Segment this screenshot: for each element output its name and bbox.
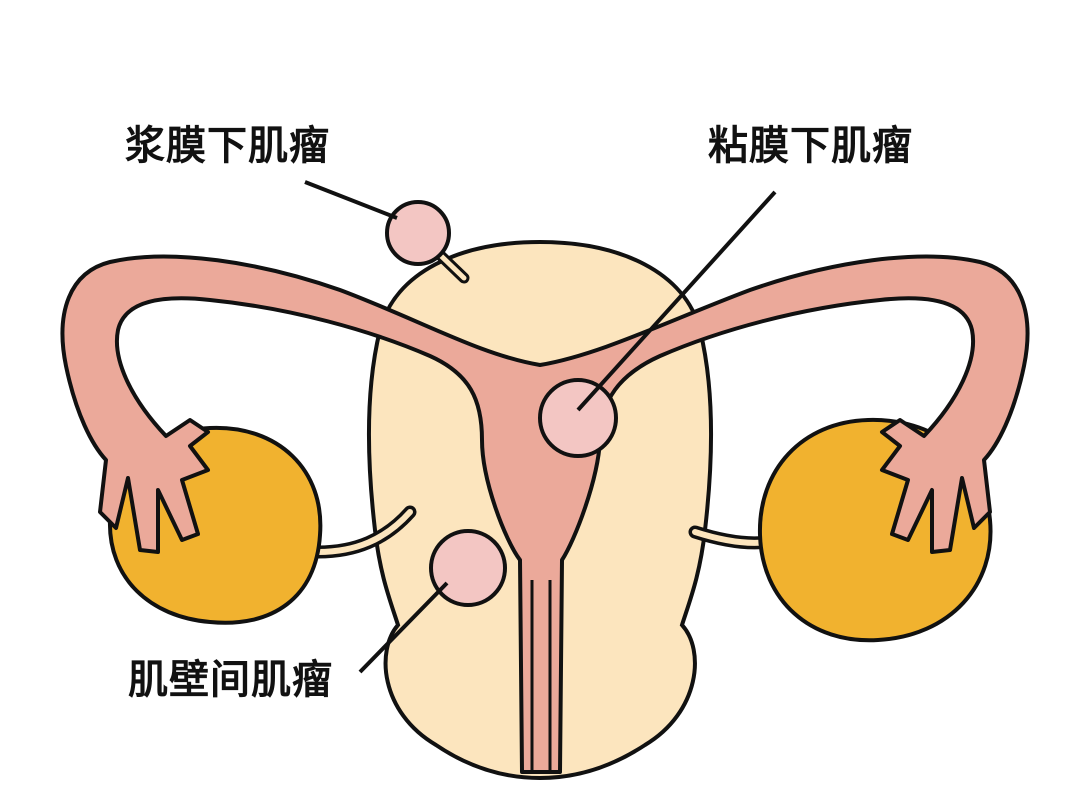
leader-submucosal bbox=[576, 190, 777, 412]
leader-intramural bbox=[358, 581, 449, 674]
label-subserosal-fibroid: 浆膜下肌瘤 bbox=[125, 123, 330, 169]
label-intramural-fibroid: 肌壁间肌瘤 bbox=[128, 657, 333, 703]
fibroid-subserosal bbox=[385, 200, 451, 266]
label-submucosal-fibroid: 粘膜下肌瘤 bbox=[708, 123, 913, 169]
uterine-cavity-and-tubes bbox=[60, 254, 1030, 774]
leader-subserosal bbox=[304, 180, 398, 220]
fibroid-submucosal bbox=[538, 378, 618, 458]
fibroid-intramural bbox=[429, 529, 507, 607]
